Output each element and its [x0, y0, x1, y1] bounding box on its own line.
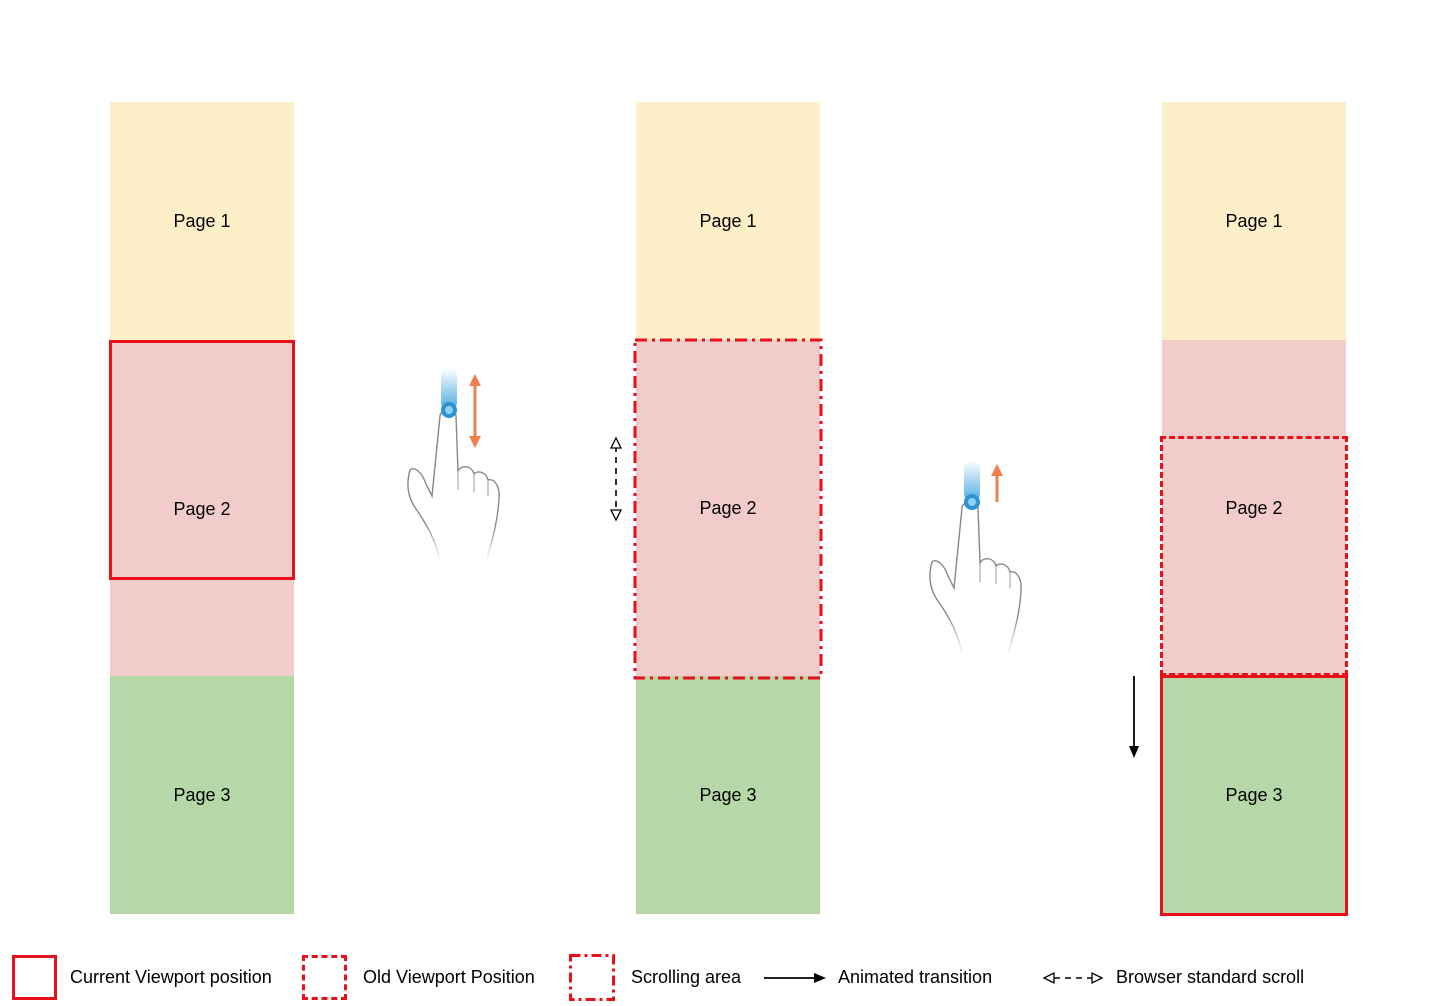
legend-current-swatch [12, 955, 57, 1000]
legend-old-swatch [302, 955, 347, 1000]
page-label: Page 2 [699, 497, 757, 518]
legend-browser-arrow-icon [1042, 971, 1104, 985]
page-1-block: Page 1 [1162, 102, 1346, 340]
legend-animated-arrow-icon [764, 973, 826, 983]
page-1-block: Page 1 [110, 102, 294, 340]
legend-old-label: Old Viewport Position [363, 967, 535, 987]
legend-current-label: Current Viewport position [70, 967, 272, 987]
scrolling-area-frame [633, 338, 823, 680]
page-2-block [110, 340, 294, 676]
page-2-block: Page 2 [1162, 340, 1346, 676]
page-2-label-box: Page 2 [110, 490, 294, 528]
animated-transition-arrow-icon [1129, 676, 1139, 758]
page-3-block: Page 3 [110, 676, 294, 914]
page-label: Page 1 [699, 210, 757, 231]
page-3-block: Page 3 [636, 676, 820, 914]
legend-scrolling-label: Scrolling area [631, 967, 742, 987]
page-label: Page 2 [1225, 497, 1283, 518]
swipe-up-hand-icon [929, 460, 1022, 655]
page-2-block: Page 2 [636, 340, 820, 676]
swipe-up-down-hand-icon [407, 368, 500, 563]
page-label: Page 2 [173, 498, 231, 519]
page-1-block: Page 1 [636, 102, 820, 340]
page-label: Page 1 [173, 210, 231, 231]
legend-scrolling-swatch [569, 954, 615, 1001]
page-label: Page 3 [1225, 784, 1283, 805]
page-label: Page 1 [1225, 210, 1283, 231]
page-3-block: Page 3 [1162, 676, 1346, 914]
legend-browser-label: Browser standard scroll [1116, 967, 1305, 987]
browser-scroll-arrow-icon [609, 436, 623, 522]
page-label: Page 3 [173, 784, 231, 805]
page-label: Page 3 [699, 784, 757, 805]
legend-animated-label: Animated transition [838, 967, 993, 987]
